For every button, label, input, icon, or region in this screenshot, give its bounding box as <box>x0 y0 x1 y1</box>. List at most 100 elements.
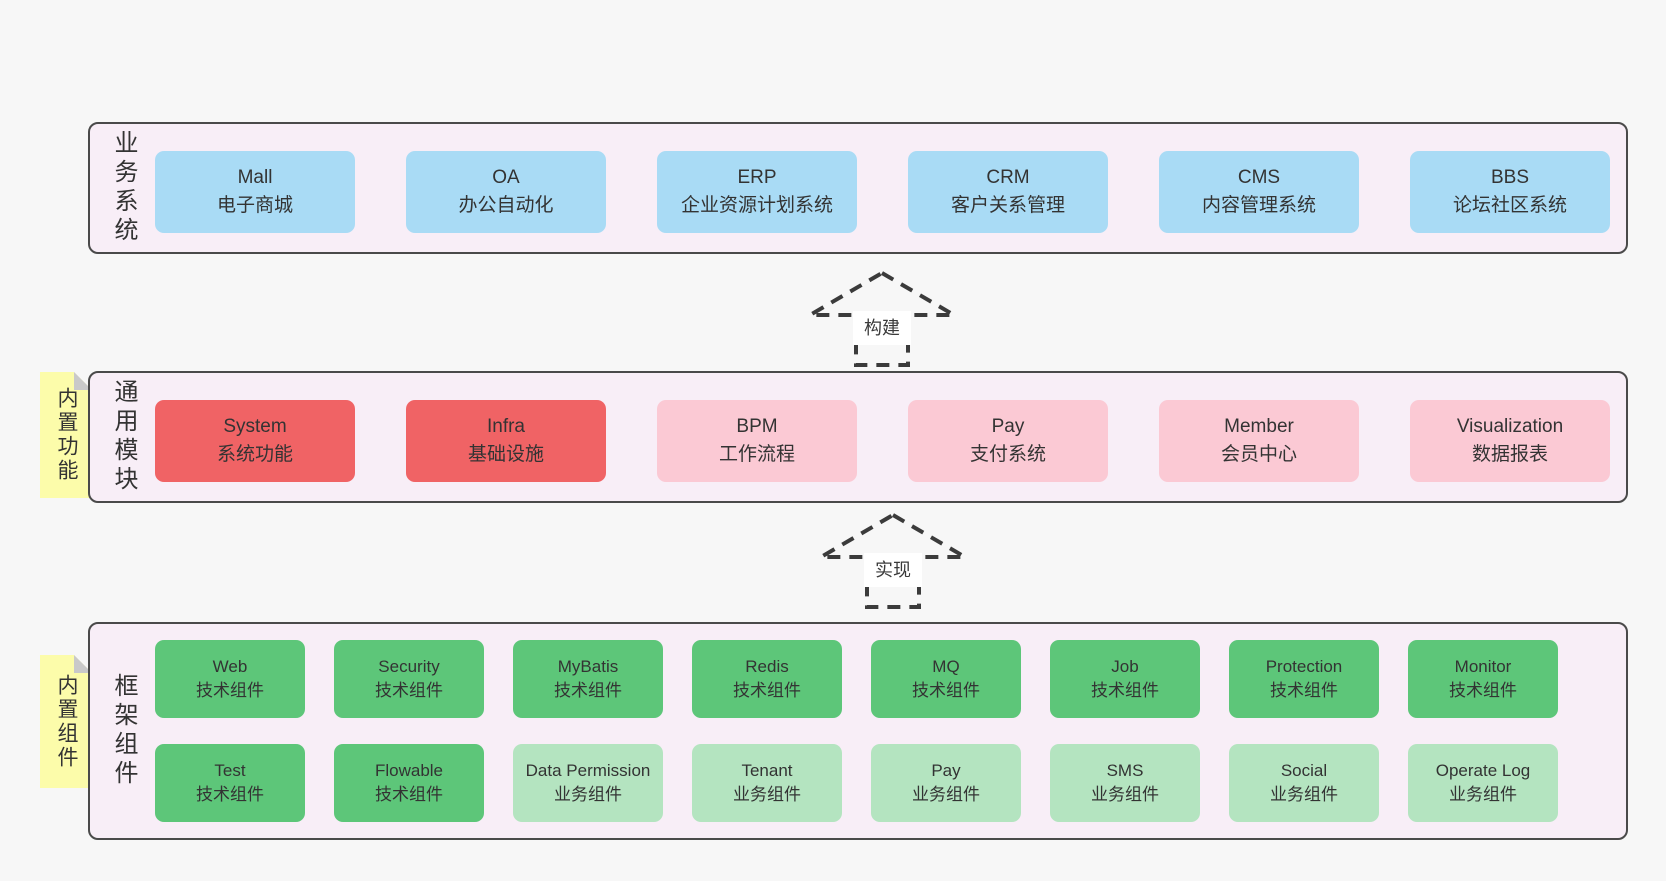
sticky-note-label: 内置组件 <box>55 673 78 770</box>
box-subtitle: 技术组件 <box>375 785 443 804</box>
dashed-up-arrow-icon <box>818 512 968 609</box>
band-label-common-modules: 通用模块 <box>110 379 137 495</box>
box-subtitle: 技术组件 <box>1449 681 1517 700</box>
arrow-build-up: 构建 <box>807 270 957 367</box>
arrow-implement-up: 实现 <box>818 512 968 609</box>
box-title: MQ <box>932 656 960 676</box>
band-common-modules: 通用模块 System 系统功能 Infra 基础设施 BPM 工作流程 Pay… <box>88 371 1628 503</box>
box-bpm: BPM 工作流程 <box>657 400 857 482</box>
sticky-note-builtin-features: 内置功能 <box>40 372 92 498</box>
box-subtitle: 数据报表 <box>1471 444 1548 465</box>
box-job: Job 技术组件 <box>1050 640 1200 718</box>
box-subtitle: 基础设施 <box>467 444 544 465</box>
box-visualization: Visualization 数据报表 <box>1410 400 1610 482</box>
box-system: System 系统功能 <box>155 400 355 482</box>
box-subtitle: 办公自动化 <box>458 195 554 216</box>
band-label-business-systems: 业务系统 <box>110 130 137 246</box>
box-title: Security <box>378 656 440 676</box>
box-member: Member 会员中心 <box>1159 400 1359 482</box>
box-subtitle: 内容管理系统 <box>1201 195 1316 216</box>
box-title: Social <box>1280 760 1328 780</box>
dashed-up-arrow-icon <box>807 270 957 367</box>
box-title: Data Permission <box>525 760 651 780</box>
box-title: Operate Log <box>1435 760 1531 780</box>
box-subtitle: 技术组件 <box>196 681 264 700</box>
box-mall: Mall 电子商城 <box>155 151 355 233</box>
modules-boxes-row: System 系统功能 Infra 基础设施 BPM 工作流程 Pay 支付系统… <box>155 400 1610 482</box>
box-subtitle: 电子商城 <box>216 195 293 216</box>
box-mybatis: MyBatis 技术组件 <box>513 640 663 718</box>
box-cms: CMS 内容管理系统 <box>1159 151 1359 233</box>
sticky-note-label: 内置功能 <box>55 387 78 483</box>
box-operate-log: Operate Log 业务组件 <box>1408 744 1558 822</box>
box-tenant: Tenant 业务组件 <box>692 744 842 822</box>
box-subtitle: 业务组件 <box>1270 785 1338 804</box>
box-subtitle: 企业资源计划系统 <box>680 195 833 216</box>
box-erp: ERP 企业资源计划系统 <box>657 151 857 233</box>
box-title: ERP <box>737 166 777 188</box>
box-protection: Protection 技术组件 <box>1229 640 1379 718</box>
box-subtitle: 业务组件 <box>733 785 801 804</box>
box-subtitle: 客户关系管理 <box>950 195 1065 216</box>
sticky-note-builtin-components: 内置组件 <box>40 655 92 788</box>
box-title: BBS <box>1490 166 1530 188</box>
box-subtitle: 技术组件 <box>1091 681 1159 700</box>
box-pay-system: Pay 支付系统 <box>908 400 1108 482</box>
box-subtitle: 业务组件 <box>554 785 622 804</box>
box-web: Web 技术组件 <box>155 640 305 718</box>
box-subtitle: 技术组件 <box>1270 681 1338 700</box>
business-boxes-row: Mall 电子商城 OA 办公自动化 ERP 企业资源计划系统 CRM 客户关系… <box>155 151 1610 233</box>
box-title: MyBatis <box>557 656 619 676</box>
box-pay-component: Pay 业务组件 <box>871 744 1021 822</box>
box-title: System <box>223 415 287 437</box>
box-bbs: BBS 论坛社区系统 <box>1410 151 1610 233</box>
box-redis: Redis 技术组件 <box>692 640 842 718</box>
box-title: Redis <box>745 656 789 676</box>
box-subtitle: 技术组件 <box>912 681 980 700</box>
box-title: Mall <box>237 166 273 188</box>
band-label-framework-components: 框架组件 <box>110 673 137 789</box>
box-data-permission: Data Permission 业务组件 <box>513 744 663 822</box>
box-title: Pay <box>991 415 1025 437</box>
box-title: Flowable <box>374 760 444 780</box>
box-flowable: Flowable 技术组件 <box>334 744 484 822</box>
box-title: Tenant <box>741 760 793 780</box>
box-subtitle: 业务组件 <box>1091 785 1159 804</box>
box-subtitle: 工作流程 <box>718 444 795 465</box>
arrow-label-background <box>864 553 922 587</box>
box-subtitle: 业务组件 <box>912 785 980 804</box>
box-subtitle: 会员中心 <box>1220 444 1297 465</box>
box-security: Security 技术组件 <box>334 640 484 718</box>
box-title: Job <box>1111 656 1139 676</box>
band-framework-components: 框架组件 Web 技术组件 Security 技术组件 MyBatis 技术组件… <box>88 622 1628 840</box>
box-test: Test 技术组件 <box>155 744 305 822</box>
box-mq: MQ 技术组件 <box>871 640 1021 718</box>
box-title: SMS <box>1106 760 1144 780</box>
framework-row-2: Test 技术组件 Flowable 技术组件 Data Permission … <box>155 744 1558 822</box>
box-title: Protection <box>1265 656 1343 676</box>
box-title: Web <box>212 656 248 676</box>
box-social: Social 业务组件 <box>1229 744 1379 822</box>
box-title: Member <box>1224 415 1294 437</box>
arrow-label: 实现 <box>875 560 911 580</box>
box-subtitle: 技术组件 <box>196 785 264 804</box>
box-subtitle: 技术组件 <box>733 681 801 700</box>
box-title: BPM <box>736 415 778 437</box>
box-title: Infra <box>486 415 526 437</box>
box-title: Monitor <box>1454 656 1512 676</box>
box-title: OA <box>492 166 520 188</box>
box-monitor: Monitor 技术组件 <box>1408 640 1558 718</box>
box-title: Pay <box>931 760 961 780</box>
box-subtitle: 技术组件 <box>554 681 622 700</box>
framework-row-1: Web 技术组件 Security 技术组件 MyBatis 技术组件 Redi… <box>155 640 1558 718</box>
box-title: CMS <box>1237 166 1281 188</box>
box-oa: OA 办公自动化 <box>406 151 606 233</box>
box-sms: SMS 业务组件 <box>1050 744 1200 822</box>
box-crm: CRM 客户关系管理 <box>908 151 1108 233</box>
box-subtitle: 业务组件 <box>1449 785 1517 804</box>
box-subtitle: 技术组件 <box>375 681 443 700</box>
box-infra: Infra 基础设施 <box>406 400 606 482</box>
box-title: Test <box>214 760 246 780</box>
band-business-systems: 业务系统 Mall 电子商城 OA 办公自动化 ERP 企业资源计划系统 CRM… <box>88 122 1628 254</box>
box-subtitle: 支付系统 <box>969 444 1046 465</box>
